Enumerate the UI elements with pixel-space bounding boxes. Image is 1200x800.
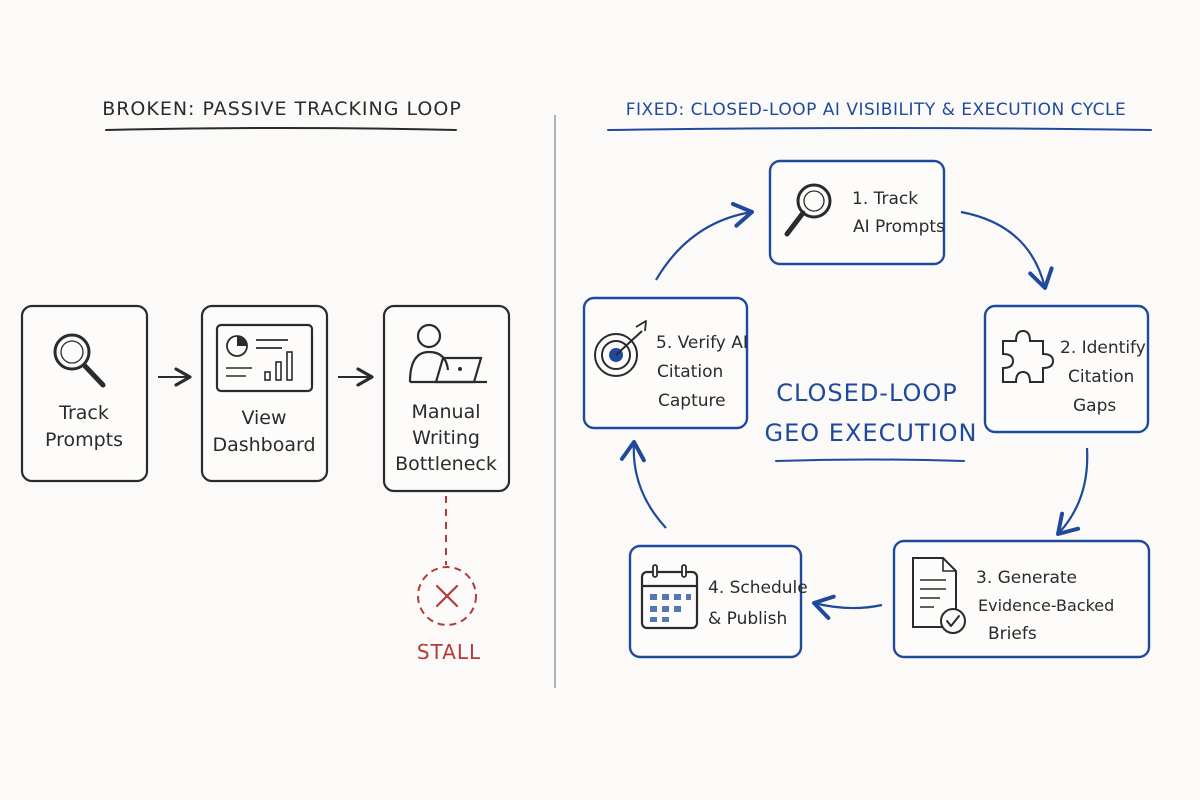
- magnifier-icon: [784, 183, 832, 237]
- left-step-manual-writing: Manual Writing Bottleneck: [382, 304, 511, 493]
- left-step-track-prompts: Track Prompts: [20, 304, 149, 483]
- target-icon: [594, 320, 647, 377]
- left-step-label-line-2: Dashboard: [212, 434, 315, 456]
- cycle-arrow-4-to-5: [619, 440, 667, 529]
- right-title-underline: [607, 127, 1152, 131]
- left-title-underline: [105, 127, 457, 131]
- cycle-arrow-2-to-3: [1056, 447, 1089, 536]
- left-step-view-dashboard: View Dashboard: [200, 304, 329, 483]
- stall-x-icon: [417, 566, 477, 626]
- right-title: FIXED: CLOSED-LOOP AI VISIBILITY & EXECU…: [626, 100, 1127, 120]
- cycle-step-label-line-3: Capture: [658, 391, 726, 411]
- left-step-label-line-2: Prompts: [45, 429, 123, 451]
- magnifier-icon: [53, 333, 106, 388]
- cycle-step-schedule-publish: 4. Schedule & Publish: [628, 544, 808, 659]
- calendar-icon: [640, 564, 699, 630]
- cycle-step-generate-briefs: 3. Generate Evidence-Backed Briefs: [892, 539, 1151, 659]
- cycle-arrow-1-to-2: [960, 210, 1054, 290]
- cycle-step-label-line-1: 4. Schedule: [708, 578, 808, 598]
- left-step-label-line-3: Bottleneck: [395, 453, 497, 475]
- left-step-label-line-2: Writing: [412, 427, 480, 449]
- left-title: BROKEN: PASSIVE TRACKING LOOP: [102, 98, 462, 120]
- cycle-step-label-line-3: Gaps: [1073, 396, 1116, 416]
- left-panel: BROKEN: PASSIVE TRACKING LOOP Track Prom…: [20, 98, 511, 664]
- cycle-step-track-ai-prompts: 1. Track AI Prompts: [768, 159, 946, 266]
- left-step-label-line-1: Track: [58, 402, 109, 424]
- cycle-step-label-line-2: AI Prompts: [853, 217, 945, 237]
- cycle-arrow-3-to-4: [812, 594, 883, 620]
- left-step-label-line-1: Manual: [411, 401, 480, 423]
- cycle-center-label-line-2: GEO EXECUTION: [765, 419, 978, 447]
- stall-label: STALL: [417, 640, 481, 664]
- puzzle-icon: [1002, 329, 1055, 383]
- right-panel: FIXED: CLOSED-LOOP AI VISIBILITY & EXECU…: [582, 100, 1152, 659]
- cycle-step-label-line-2: Citation: [657, 362, 723, 382]
- cycle-center-underline: [775, 458, 965, 462]
- cycle-step-label-line-2: & Publish: [708, 609, 787, 629]
- person-laptop-icon: [408, 323, 487, 384]
- cycle-step-identify-gaps: 2. Identify Citation Gaps: [983, 304, 1150, 434]
- cycle-step-label-line-2: Citation: [1068, 367, 1134, 387]
- cycle-step-label-line-2: Evidence-Backed: [978, 596, 1114, 615]
- cycle-step-label-line-1: 1. Track: [852, 189, 918, 209]
- cycle-step-verify-citation: 5. Verify AI Citation Capture: [582, 296, 749, 430]
- cycle-center-label-line-1: CLOSED-LOOP: [776, 379, 957, 407]
- cycle-step-label-line-1: 5. Verify AI: [656, 333, 748, 353]
- cycle-step-label-line-1: 2. Identify: [1060, 338, 1146, 358]
- cycle-step-label-line-3: Briefs: [988, 624, 1037, 644]
- left-step-label-line-1: View: [241, 407, 286, 429]
- cycle-step-label-line-1: 3. Generate: [976, 568, 1077, 588]
- cycle-arrow-5-to-1: [655, 201, 754, 281]
- document-check-icon: [912, 557, 966, 634]
- dashboard-icon: [215, 323, 314, 393]
